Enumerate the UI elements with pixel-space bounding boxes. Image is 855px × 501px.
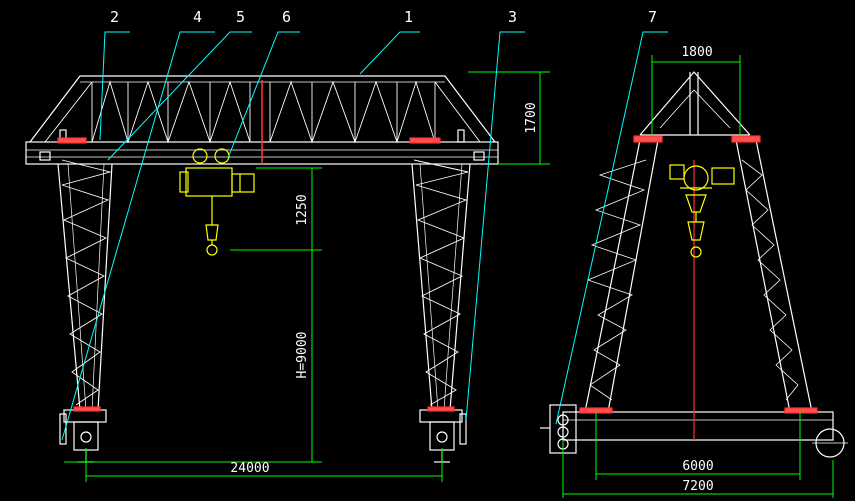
leader-lines bbox=[61, 31, 668, 441]
dim-1700: 1700 bbox=[524, 102, 539, 133]
dim-7200: 7200 bbox=[682, 479, 713, 494]
callout-4: 4 bbox=[193, 8, 202, 26]
front-red-marks bbox=[57, 80, 455, 412]
side-red-marks bbox=[579, 135, 818, 440]
dim-24000: 24000 bbox=[230, 461, 269, 476]
truss-web bbox=[44, 80, 481, 144]
side-base-beam bbox=[562, 411, 834, 441]
dim-h9000: H=9000 bbox=[295, 332, 310, 379]
top-truss bbox=[29, 75, 496, 143]
dim-1250: 1250 bbox=[295, 194, 310, 225]
callout-5: 5 bbox=[236, 8, 245, 26]
callout-2: 2 bbox=[110, 8, 119, 26]
dim-6000: 6000 bbox=[682, 459, 713, 474]
side-view bbox=[540, 71, 848, 458]
front-hoist bbox=[179, 148, 255, 256]
callout-7: 7 bbox=[648, 8, 657, 26]
front-view bbox=[25, 75, 499, 463]
callout-1: 1 bbox=[404, 8, 413, 26]
callout-6: 6 bbox=[282, 8, 291, 26]
side-hoist bbox=[669, 164, 735, 258]
callout-labels: 2 4 5 6 1 3 7 bbox=[110, 8, 657, 26]
left-leg bbox=[57, 159, 113, 411]
right-leg bbox=[411, 159, 471, 411]
callout-3: 3 bbox=[508, 8, 517, 26]
side-top-truss bbox=[639, 71, 751, 136]
dimension-labels: 1700 1250 H=9000 24000 1800 6000 7200 bbox=[230, 45, 713, 494]
dimension-lines bbox=[64, 55, 834, 498]
dim-1800: 1800 bbox=[681, 45, 712, 60]
